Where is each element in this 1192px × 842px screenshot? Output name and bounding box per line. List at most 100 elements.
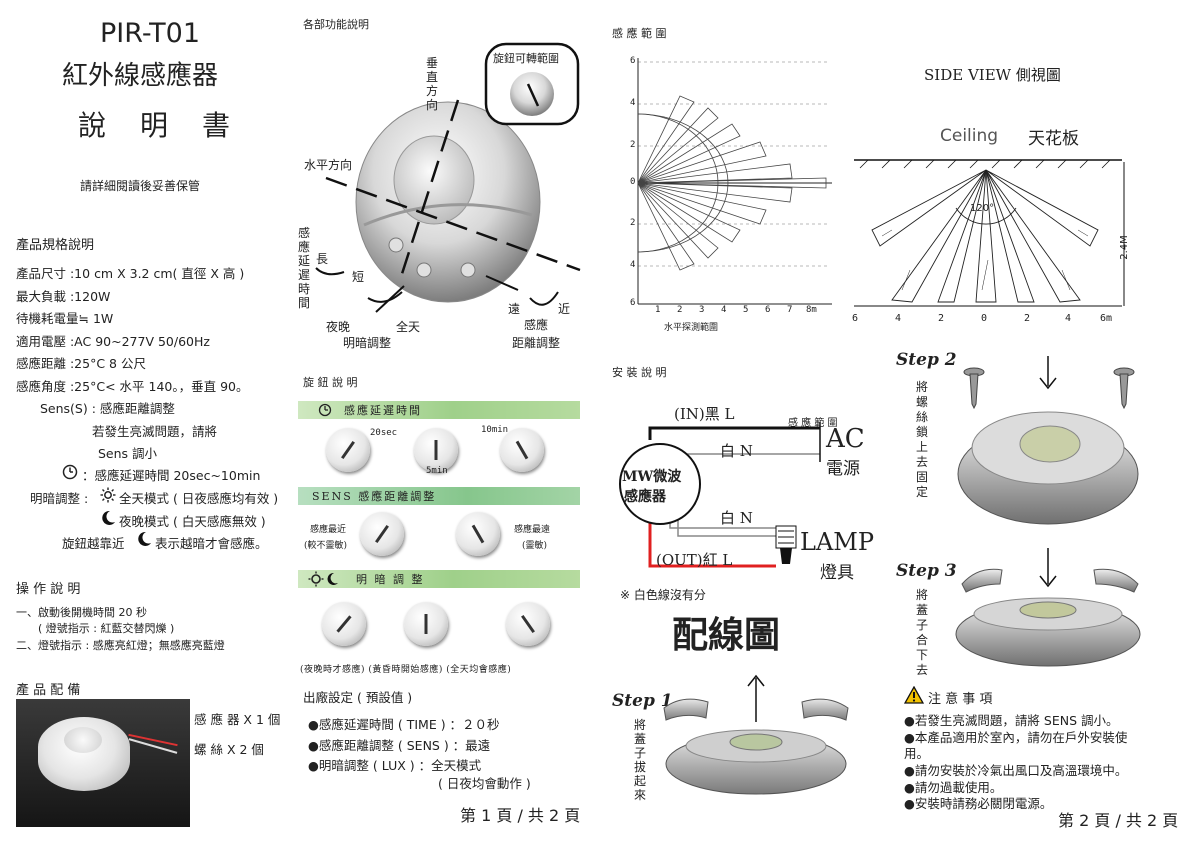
- side-x-tick-6m: 6m: [1100, 313, 1113, 324]
- ceiling-zh-label: 天花板: [1028, 129, 1079, 149]
- side-x-tick-2r: 2: [1024, 313, 1031, 324]
- x-tick-2: 2: [677, 305, 683, 315]
- delay-20sec: 20sec: [370, 428, 398, 438]
- side-view-title: SIDE VIEW 側視圖: [924, 66, 1061, 84]
- lux-knob-night: [322, 602, 366, 646]
- sens-knob-near: [360, 512, 404, 556]
- sens-near-sub: (較不靈敏): [304, 541, 348, 551]
- y-tick-4-bottom: 4: [630, 260, 636, 270]
- range-heading: 感 應 範 圍: [612, 27, 667, 40]
- sun-moon-icon: [308, 571, 338, 587]
- ops-line-1: 一、啟動後開機時間 20 秒: [16, 606, 147, 619]
- knob-heading: 旋 鈕 說 明: [303, 376, 358, 389]
- vertical-label: 垂直方向: [426, 56, 439, 112]
- manual-title: 說明書: [78, 109, 265, 142]
- clock-icon: [318, 403, 332, 417]
- y-tick-2-bottom: 2: [630, 218, 636, 228]
- y-tick-2-top: 2: [630, 140, 636, 150]
- caution-note-4: ●請勿過載使用。: [904, 780, 1003, 795]
- lux-night: 夜晚模式 ( 白天感應無效 ): [119, 514, 266, 529]
- caution-note-3: ●請勿安裝於冷氣出風口及高溫環境中。: [904, 763, 1128, 778]
- sun-icon: [100, 487, 116, 503]
- sensor-label: MW微波: [622, 469, 682, 485]
- step-2-label: Step 2: [896, 350, 957, 370]
- x-tick-4: 4: [721, 305, 727, 315]
- page-number-2: 第 2 頁 / 共 2 頁: [1058, 811, 1179, 830]
- sens-far-sub: (靈敏): [522, 541, 548, 551]
- wiring-diagram: [619, 422, 821, 568]
- x-tick-8m: 8m: [806, 305, 817, 315]
- lux-knob-allday: [506, 602, 550, 646]
- side-view-diagram: [854, 159, 1125, 307]
- caution-note-5: ●安裝時請務必關閉電源。: [904, 796, 1053, 811]
- moon-icon: [102, 510, 115, 525]
- product-model: PIR-T01: [100, 18, 201, 49]
- step-2-illustration: [957, 356, 1139, 525]
- range-label: 感 應 範 圍: [788, 418, 838, 429]
- ceiling-label: Ceiling: [940, 126, 999, 146]
- spec-standby: 待機耗電量≒ 1W: [16, 311, 114, 326]
- lux-knob-dusk: [404, 602, 448, 646]
- factory-lux: ●明暗調整 ( LUX ) ：全天模式: [308, 758, 482, 773]
- step-3-label: Step 3: [896, 561, 957, 581]
- sens-knob-far: [456, 512, 500, 556]
- y-tick-0: 0: [630, 177, 636, 187]
- lux-allday: 全天模式 ( 日夜感應均有效 ): [119, 491, 279, 506]
- factory-lux-note: ( 日夜均會動作 ): [438, 776, 531, 791]
- long-label: 長: [316, 252, 329, 266]
- side-x-tick-4r: 4: [1065, 313, 1072, 324]
- spec-size: 產品尺寸 :10 cm X 3.2 cm( 直徑 X 高 ): [16, 266, 245, 281]
- side-x-tick-4: 4: [895, 313, 902, 324]
- delay-banner: 感應延遲時間: [298, 401, 580, 419]
- ops-line-2: ( 燈號指示 : 紅藍交替閃爍 ): [38, 622, 175, 635]
- delay-10min: 10min: [481, 425, 509, 435]
- time-line: ：感應延遲時間 20sec~10min: [82, 468, 261, 483]
- delay-banner-text: 感應延遲時間: [344, 404, 422, 417]
- ac-label: AC: [826, 424, 865, 454]
- sens-near-text: 感應最近: [310, 525, 347, 535]
- wire-white-n-1: 白 N: [720, 442, 753, 460]
- y-tick-6-top: 6: [630, 56, 636, 66]
- delay-5min: 5min: [426, 466, 448, 476]
- product-photo: [16, 699, 190, 827]
- caution-heading: 注 意 事 項: [928, 692, 993, 707]
- lux-banner: 明 暗 調 整: [298, 570, 580, 588]
- spec-distance: 感應距離 :25°C 8 公尺: [16, 356, 146, 371]
- horizontal-label: 水平方向: [304, 158, 353, 172]
- read-note: 請詳細閱讀後妥善保管: [80, 179, 201, 193]
- lamp-label: LAMP: [800, 528, 874, 556]
- factory-time: ●感應延遲時間 ( TIME ) ：２０秒: [308, 717, 500, 732]
- spec-load: 最大負載 :120W: [16, 289, 111, 304]
- step-1-text: 將蓋子拔起來: [634, 718, 647, 802]
- rotate-range-label: 旋鈕可轉範圍: [493, 52, 559, 65]
- step-1-illustration: [663, 674, 849, 795]
- angle-label: 120°: [970, 203, 995, 214]
- x-tick-3: 3: [699, 305, 705, 315]
- sens-far-text: 感應最遠: [514, 525, 551, 535]
- parts-screws: 螺 絲 X 2 個: [194, 742, 264, 757]
- wire-white-n-2: 白 N: [720, 509, 753, 527]
- allday-label: 全天: [396, 320, 421, 334]
- sens-adjust-label: 距離調整: [512, 336, 561, 350]
- ops-heading: 操 作 說 明: [16, 582, 81, 597]
- sens-label: 感應: [524, 318, 549, 332]
- near-label: 近: [558, 302, 571, 316]
- horizontal-range-axis-label: 水平探測範圍: [664, 323, 719, 333]
- lux-captions: (夜晚時才感應) (黃昏時開始感應) (全天均會感應): [300, 665, 512, 675]
- parts-sensor: 感 應 器 X 1 個: [194, 712, 281, 727]
- side-x-tick-0: 0: [981, 313, 988, 324]
- wire-in-black: (IN)黑 L: [674, 405, 735, 423]
- lux-adjust-label: 明暗調整: [343, 336, 392, 350]
- x-tick-5: 5: [743, 305, 749, 315]
- parts-heading: 產 品 配 備: [16, 683, 81, 698]
- lux-near-label: 旋鈕越靠近: [62, 536, 125, 551]
- parts-function-heading: 各部功能說明: [303, 18, 369, 31]
- power-label: 電源: [826, 459, 860, 479]
- step-3-text: 將蓋子合下去: [916, 588, 929, 677]
- sens-line-1: Sens(S) : 感應距離調整: [40, 401, 175, 416]
- step-2-text: 將螺絲鎖上去固定: [916, 380, 929, 499]
- caution-note-2: ●本產品適用於室內，請勿在戶外安裝使: [904, 730, 1128, 745]
- sensor-label-2: 感應器: [624, 489, 666, 505]
- x-tick-6: 6: [765, 305, 771, 315]
- page-number-1: 第 1 頁 / 共 2 頁: [460, 806, 581, 825]
